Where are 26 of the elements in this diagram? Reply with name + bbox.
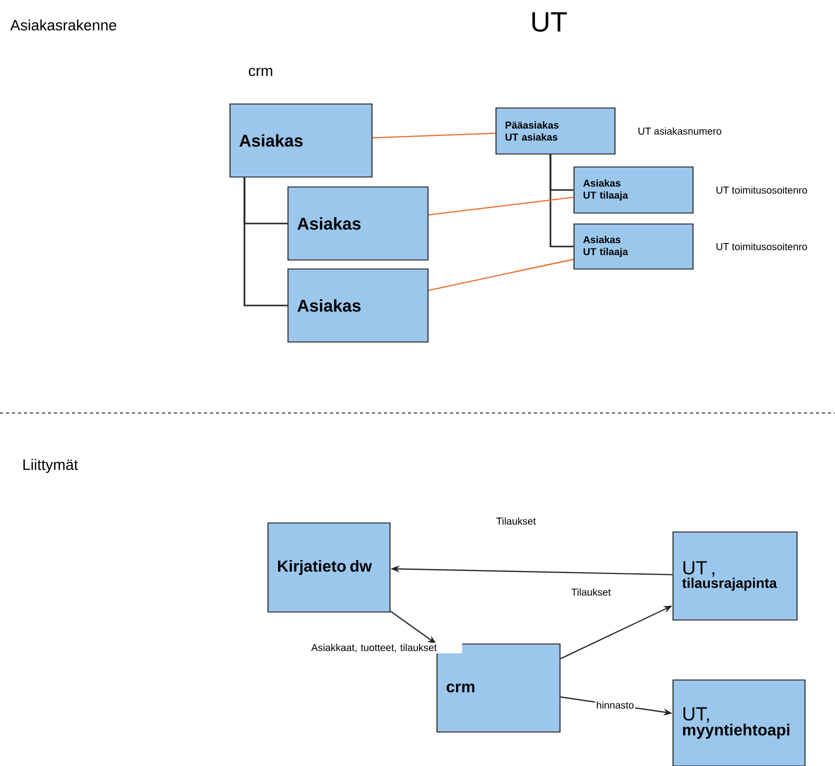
heading: crm: [248, 68, 272, 76]
process-box: crm: [436, 643, 561, 733]
side-note: UT toimitusosoitenro: [716, 186, 808, 194]
heading: Liittymät: [23, 459, 78, 473]
edge-label: Tilaukset: [570, 587, 612, 597]
process-box: UT , tilausrajapinta: [672, 531, 798, 621]
edge-label: Asiakkaat, tuotteet, tilaukset: [310, 642, 462, 654]
edge-label: Tilaukset: [495, 516, 537, 526]
process-box: Asiakas UT tilaaja: [573, 223, 694, 270]
process-box: UT, myyntiehtoapi: [672, 679, 806, 766]
heading: Asiakasrakenne: [10, 19, 116, 30]
process-box: Pääasiakas UT asiakas: [495, 107, 616, 155]
process-box: Asiakas: [287, 268, 429, 343]
connector-line: [428, 258, 574, 292]
connector-line: [550, 154, 574, 248]
process-box: Asiakas: [287, 186, 429, 261]
heading: UT: [532, 12, 567, 32]
connector-line: [372, 132, 496, 138]
process-box: Asiakas UT tilaaja: [573, 166, 694, 214]
side-note: UT asiakasnumero: [638, 127, 722, 135]
connector-line: [428, 196, 574, 216]
side-note: UT toimitusosoitenro: [716, 242, 808, 250]
process-box: Asiakas: [229, 103, 373, 178]
process-box: Kirjatieto dw: [267, 522, 391, 613]
edge-label: hinnasto: [595, 700, 636, 710]
connector-line: [244, 178, 288, 306]
